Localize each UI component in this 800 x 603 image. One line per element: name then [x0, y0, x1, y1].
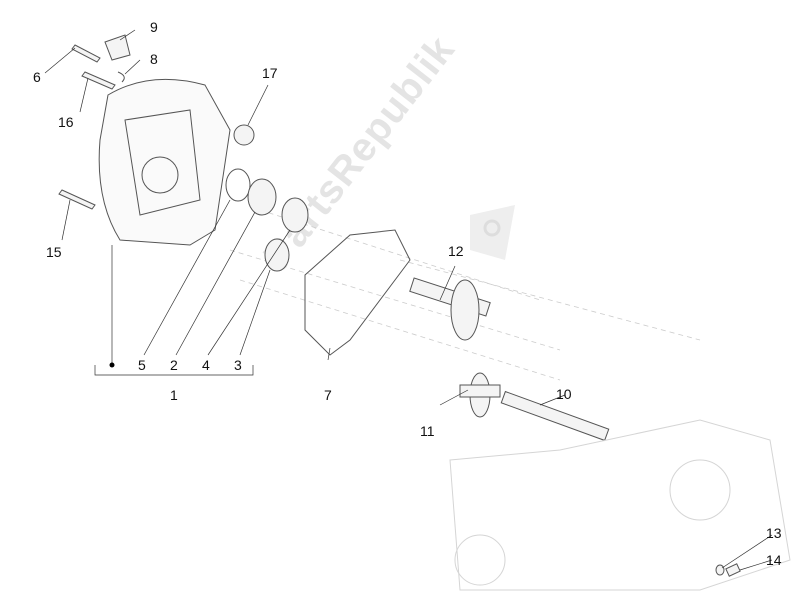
- shaft-12: [409, 277, 491, 341]
- label-9: 9: [150, 19, 158, 35]
- watermark-gear-icon: [470, 205, 515, 260]
- plug-17: [233, 124, 255, 146]
- label-10: 10: [556, 386, 572, 402]
- label-6: 6: [33, 69, 41, 85]
- crankcase-cover: [98, 78, 231, 246]
- circlip-5: [225, 168, 251, 202]
- screw-14: [725, 563, 741, 577]
- label-8: 8: [150, 51, 158, 67]
- shaft-10: [500, 390, 610, 442]
- label-13: 13: [766, 525, 782, 541]
- reference-dot: [109, 362, 115, 368]
- label-15: 15: [46, 244, 62, 260]
- bolt-15: [58, 189, 96, 210]
- gear-11: [459, 372, 501, 418]
- leader-lines: [44, 29, 773, 571]
- bolt-16: [81, 71, 116, 90]
- clip-8: [117, 71, 125, 83]
- label-4: 4: [202, 357, 210, 373]
- label-11: 11: [420, 423, 435, 439]
- bolt-6: [71, 44, 101, 63]
- label-14: 14: [766, 552, 782, 568]
- bearing-3: [264, 238, 290, 272]
- washer-13: [715, 564, 725, 576]
- engine-case: [449, 419, 791, 591]
- label-17: 17: [262, 65, 278, 81]
- label-2: 2: [170, 357, 178, 373]
- gasket-7: [304, 229, 411, 356]
- label-16: 16: [58, 114, 74, 130]
- label-5: 5: [138, 357, 146, 373]
- bearing-2: [247, 178, 277, 216]
- label-3: 3: [234, 357, 242, 373]
- clip-9: [104, 34, 131, 61]
- seal-4: [281, 197, 309, 233]
- label-7: 7: [324, 387, 332, 403]
- label-1: 1: [170, 387, 178, 403]
- label-12: 12: [448, 243, 464, 259]
